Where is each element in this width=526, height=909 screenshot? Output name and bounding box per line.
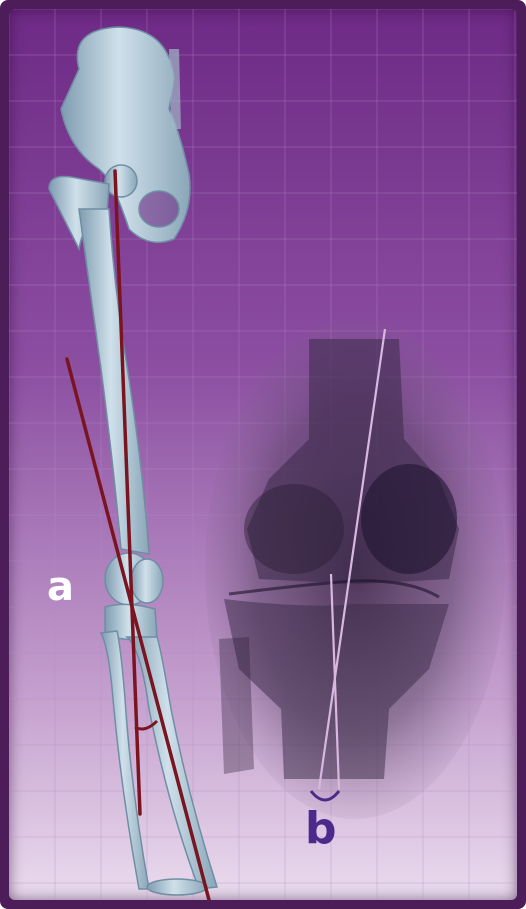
illustration — [9, 9, 517, 900]
figure-panel: a b — [9, 9, 517, 900]
label-b: b — [305, 807, 337, 851]
leg-skeleton-illustration — [49, 27, 217, 895]
knee-xray-image — [205, 319, 505, 819]
label-a: a — [47, 567, 74, 607]
